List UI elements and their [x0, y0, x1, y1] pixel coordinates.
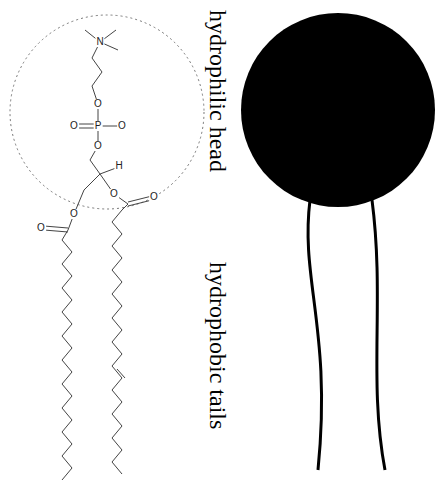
- region-label: hydrophilic head: [206, 10, 230, 172]
- region-label: hydrophobic tails: [206, 262, 230, 429]
- tail-line: [308, 200, 322, 470]
- atom-symbol: O: [93, 99, 103, 109]
- atom-symbol: H: [114, 161, 123, 171]
- head-circle: [241, 13, 435, 207]
- head-dashed-circle: [10, 15, 204, 209]
- atom-symbol: O: [69, 121, 79, 131]
- atom-symbol: N: [95, 37, 104, 47]
- skeletal-formula: [44, 30, 152, 480]
- tail-line: [372, 200, 385, 470]
- atom-symbol: O: [36, 223, 46, 233]
- atom-symbol: O: [149, 192, 159, 202]
- atom-symbol: O: [69, 209, 79, 219]
- atom-symbol: P: [94, 121, 103, 131]
- atom-symbol: O: [117, 121, 127, 131]
- atom-symbol: O: [93, 141, 103, 151]
- atom-symbol: O: [109, 189, 119, 199]
